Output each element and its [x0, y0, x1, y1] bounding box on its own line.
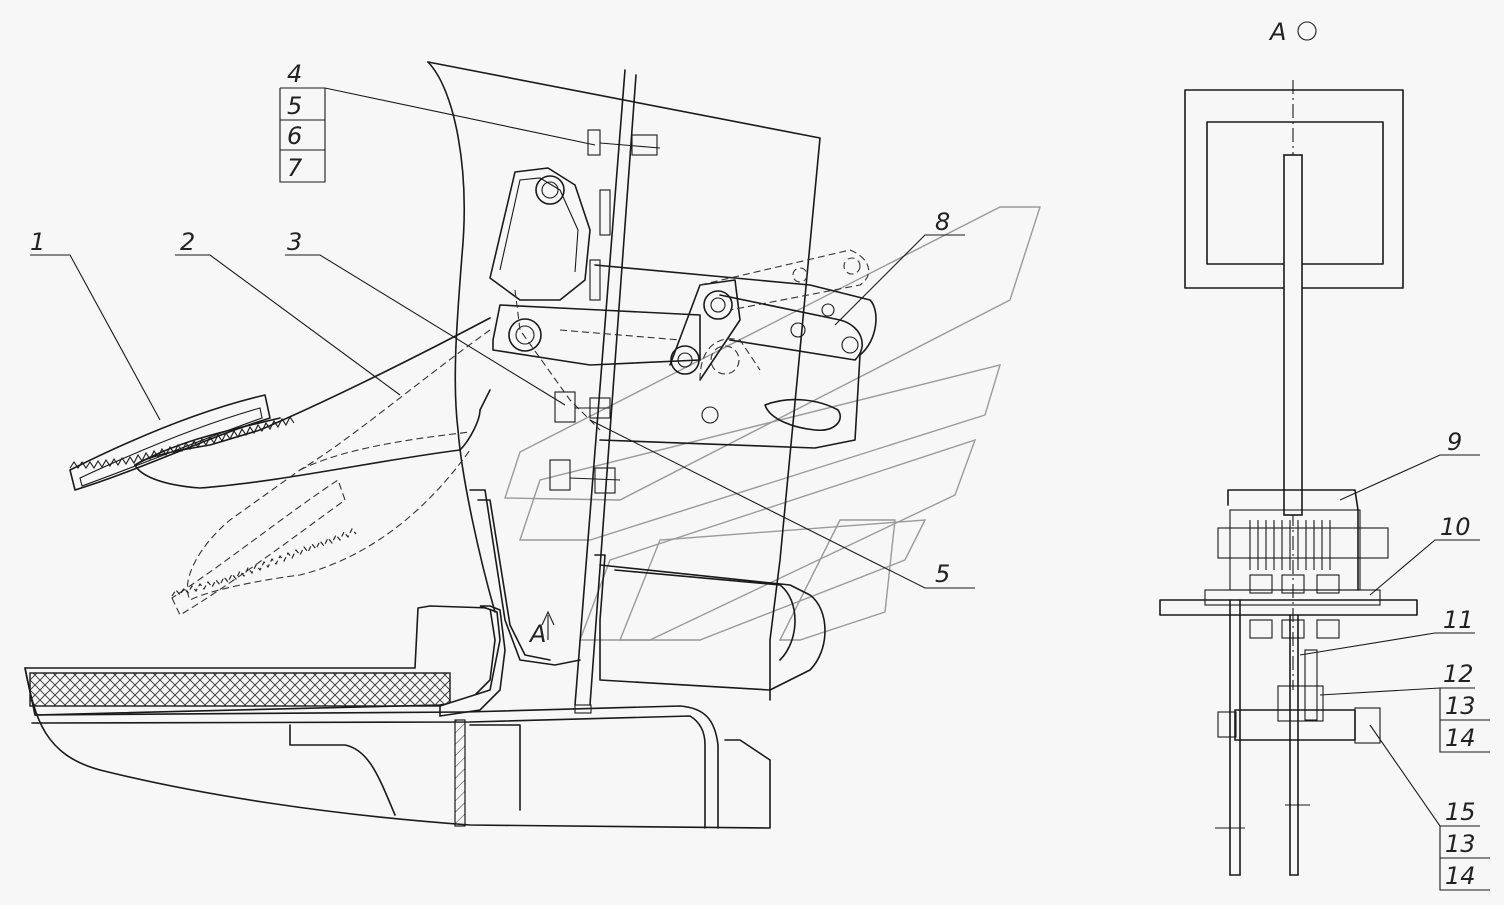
callout-12: 12	[1443, 660, 1474, 688]
callout-6: 6	[287, 122, 302, 150]
section-marker-label: A	[528, 620, 546, 648]
side-view	[1159, 21, 1418, 876]
callout-9: 9	[1447, 428, 1462, 456]
callout-14-a: 14	[1445, 724, 1476, 752]
column-housing	[427, 61, 826, 714]
callouts: A 1 2 3 4 5 6 7 5 8 9 10 11 12 13 14 15 …	[30, 18, 1476, 890]
callout-4: 4	[287, 60, 302, 88]
callout-5-top: 5	[287, 92, 302, 120]
callout-15: 15	[1445, 798, 1476, 826]
callout-1: 1	[30, 228, 45, 256]
callout-2: 2	[180, 228, 195, 256]
pedal-arm	[134, 317, 491, 601]
callout-13-a: 13	[1445, 692, 1476, 720]
view-label: A	[1268, 18, 1286, 46]
callout-8: 8	[935, 208, 950, 236]
callout-10: 10	[1440, 513, 1471, 541]
linkage-mechanism	[489, 129, 877, 494]
callout-13-b: 13	[1445, 830, 1476, 858]
leader-lines	[30, 87, 1490, 891]
callout-3: 3	[287, 228, 302, 256]
floor-base	[24, 605, 771, 829]
watermark-logo	[504, 206, 1041, 641]
callout-7: 7	[287, 154, 303, 182]
section-marker: A	[528, 610, 555, 648]
pedal-pad	[69, 394, 357, 616]
callout-5-bottom: 5	[935, 560, 950, 588]
callout-14-b: 14	[1445, 862, 1476, 890]
callout-11: 11	[1443, 606, 1474, 634]
